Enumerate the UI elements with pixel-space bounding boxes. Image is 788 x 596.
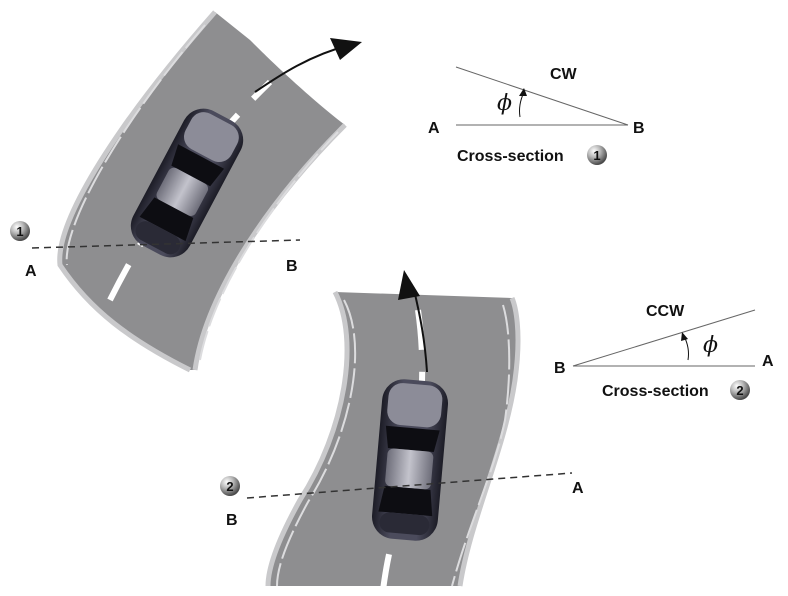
road-right-dash [199, 131, 339, 361]
scene2-label-b: B [226, 512, 238, 529]
diagram-cw-label-a: A [428, 120, 440, 137]
scene1-label-b: B [286, 258, 298, 275]
diagram-cw-caption: Cross-section [457, 148, 564, 165]
diagram-cw-angle-symbol: ϕ [497, 91, 512, 116]
road-right-edge [457, 297, 521, 587]
road-scene-1 [57, 10, 362, 373]
road-left-dash [276, 299, 357, 587]
cross-section-diagram-cw: CW ϕ A B Cross-section 1 [428, 66, 645, 165]
car-hood [387, 383, 443, 428]
diagram-cw-badge [587, 145, 607, 165]
car-roof [385, 448, 434, 490]
lane-marking [380, 309, 426, 591]
marker-ball-2 [220, 476, 240, 496]
diagram-ccw-caption: Cross-section [602, 383, 709, 400]
scene1-label-a: A [25, 263, 37, 280]
cross-section-diagram-ccw: CCW ϕ B A Cross-section 2 [554, 303, 774, 400]
road-left-dash [65, 24, 206, 266]
cross-section-line-2 [246, 472, 573, 499]
diagram-ccw-angle-symbol: ϕ [703, 333, 718, 358]
marker-number-1: 1 [16, 224, 23, 239]
tilted-line [572, 309, 756, 367]
road-left-edge [265, 290, 350, 587]
direction-arrow-2 [413, 289, 428, 373]
diagram-ccw-label-b: B [554, 360, 566, 377]
diagram-cw-title: CW [550, 66, 578, 83]
car-hood [184, 112, 239, 163]
diagram-cw-label-b: B [633, 120, 645, 137]
direction-arrowhead-2 [398, 270, 420, 300]
car-rear-window [139, 197, 194, 242]
angle-arc-arrowhead [519, 88, 527, 96]
diagram-ccw-title: CCW [646, 303, 685, 320]
cross-section-line-1 [31, 239, 301, 249]
car-trunk [135, 221, 181, 255]
car-2 [371, 379, 449, 541]
marker-ball-1 [10, 221, 30, 241]
diagram-ccw-badge-number: 2 [736, 383, 743, 398]
car-roof [156, 167, 209, 216]
car-windshield [171, 144, 225, 187]
car-rear-window [378, 485, 433, 517]
diagram-ccw-label-a: A [762, 353, 774, 370]
tilted-line [455, 66, 629, 126]
direction-arrowhead-1 [330, 38, 362, 60]
car-1 [130, 108, 244, 258]
scene2-label-a: A [572, 480, 584, 497]
marker-number-2: 2 [226, 479, 233, 494]
car-windshield [385, 425, 440, 453]
car-trunk [379, 512, 430, 536]
angle-arc-arrowhead [681, 332, 688, 341]
road-right-dash [451, 304, 511, 587]
diagram-ccw-badge [730, 380, 750, 400]
road-left-edge [57, 10, 217, 373]
diagram-cw-badge-number: 1 [593, 148, 600, 163]
road-scene-2 [265, 270, 521, 591]
